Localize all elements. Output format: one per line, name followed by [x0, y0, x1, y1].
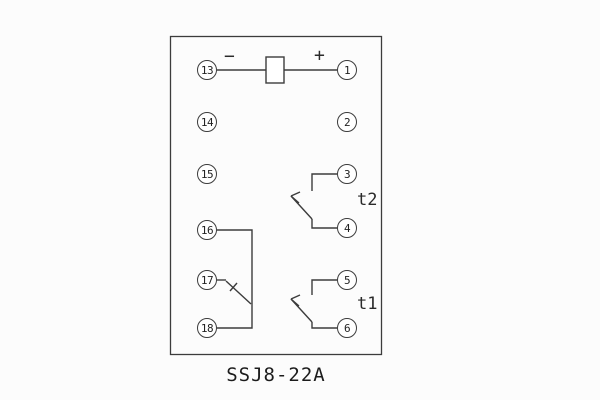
terminal-13: 13: [197, 60, 217, 80]
contact-tick: [229, 282, 238, 292]
contact-t1: [290, 279, 337, 329]
terminal-5: 5: [337, 270, 357, 290]
t1-delay-label: t1: [357, 294, 378, 314]
contact-arm: [225, 280, 252, 305]
terminal-2: 2: [337, 112, 357, 132]
relay-outline: [169, 35, 383, 356]
contact-t2: [290, 173, 337, 229]
terminal-3: 3: [337, 164, 357, 184]
coil-circuit: [217, 56, 337, 84]
contact-arrowhead: [290, 294, 301, 307]
coil-symbol: [265, 56, 285, 84]
terminal-6: 6: [337, 318, 357, 338]
terminal-16: 16: [197, 220, 217, 240]
terminal-15: 15: [197, 164, 217, 184]
terminal-14: 14: [197, 112, 217, 132]
t2-delay-label: t2: [357, 190, 378, 210]
terminal-1: 1: [337, 60, 357, 80]
model-caption: SSJ8-22A: [226, 364, 326, 386]
contact-arrowhead: [290, 191, 301, 204]
plus-polarity-label: +: [314, 45, 325, 66]
terminal-4: 4: [337, 218, 357, 238]
terminal-17: 17: [197, 270, 217, 290]
terminal-18: 18: [197, 318, 217, 338]
minus-polarity-label: −: [224, 46, 235, 67]
contact-changeover-16-17-18: [217, 229, 253, 329]
